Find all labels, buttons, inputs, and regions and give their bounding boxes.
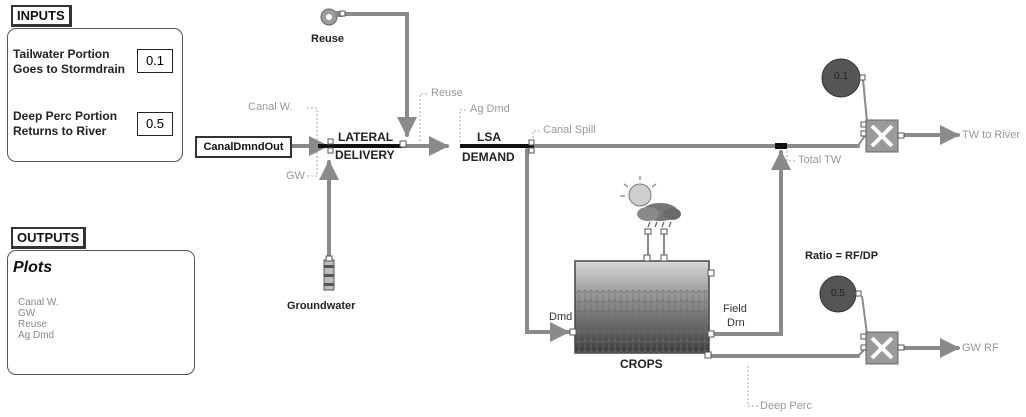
port [328,139,333,144]
well-icon[interactable] [324,256,334,290]
multiplier-top[interactable] [861,120,904,152]
link-label-canal-spill: Canal Spill [543,124,596,136]
ratio-label: Ratio = RF/DP [805,250,878,262]
port [529,140,534,145]
weather-icon[interactable] [620,176,681,234]
tailwater-value-field[interactable]: 0.1 [137,49,173,73]
reuse-node-label: Reuse [311,33,344,45]
pump-icon[interactable] [321,9,345,25]
link-label-gw: GW [286,170,305,182]
port [529,148,534,153]
link-label-canal-w: Canal W. [248,101,293,113]
link-label-dmd: Dmd [549,311,572,323]
plot-series-reuse: Reuse [18,319,47,330]
inputs-title: INPUTS [11,5,72,27]
link-label-gw-rf: GW RF [962,342,999,354]
link-label-deep-perc: Deep Perc [760,400,812,412]
tailwater-label: Tailwater Portion Goes to Stormdrain [13,47,125,77]
plot-series-gw: GW [18,308,35,319]
constant-bottom-value: 0.5 [827,288,849,299]
plot-series-agdmd: Ag Dmd [18,330,54,341]
crops-label: CROPS [620,357,663,371]
tailwater-label-line2: Goes to Stormdrain [13,62,125,77]
plots-label: Plots [13,259,52,277]
link-const-bottom [862,296,867,334]
multiplier-bottom[interactable] [861,332,904,364]
canal-dmnd-out-node[interactable]: CanalDmndOut [195,136,292,158]
tailwater-label-line1: Tailwater Portion [13,47,125,62]
total-tw-junction[interactable] [775,143,787,149]
plot-series-canal: Canal W. [18,297,59,308]
port [328,148,333,153]
port [400,141,406,147]
lsa-demand-bar[interactable] [460,144,534,148]
outputs-title: OUTPUTS [11,227,86,249]
deepperc-label-line2: Returns to River [13,124,117,139]
link-const-top [863,79,867,122]
link-label-ag-dmd: Ag Dmd [470,103,510,115]
link-label-reuse: Reuse [431,87,463,99]
link-label-total-tw: Total TW [798,154,841,166]
link-label-field: Field [723,303,747,315]
crops-node[interactable] [570,255,714,358]
pipe-reuse [342,14,407,135]
lateral-label-1: LATERAL [338,130,393,144]
groundwater-node-label: Groundwater [287,300,355,312]
deepperc-value-field[interactable]: 0.5 [137,112,173,136]
link-label-tw-to-river: TW to River [962,129,1020,141]
constant-top-value: 0.1 [830,71,852,82]
pipe-dmd-to-crops [527,150,568,332]
lsa-label-2: DEMAND [462,150,515,164]
link-label-drn: Drn [727,317,745,329]
deepperc-label-line1: Deep Perc Portion [13,109,117,124]
deepperc-label: Deep Perc Portion Returns to River [13,109,117,139]
lateral-label-2: DELIVERY [335,148,395,162]
lsa-label-1: LSA [477,130,501,144]
